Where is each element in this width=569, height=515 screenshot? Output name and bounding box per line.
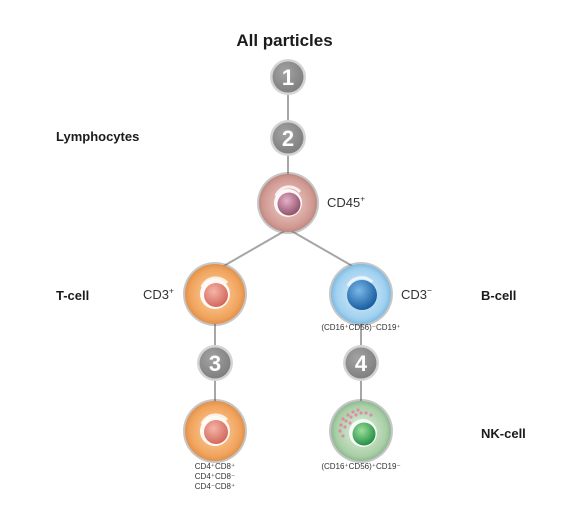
step-3-number: 3 xyxy=(209,351,221,376)
step-4-number: 4 xyxy=(355,351,368,376)
t-cell-subset-cd4pos-cd8pos: CD4⁺CD8⁺ xyxy=(194,462,236,471)
cd45-positive-marker: CD45+ xyxy=(327,193,366,210)
lymphocytes-label: Lymphocytes xyxy=(56,129,140,144)
b-cell-icon xyxy=(329,262,393,326)
cd3-positive-sign: + xyxy=(169,285,174,296)
step-1-number: 1 xyxy=(282,65,294,90)
cd3-positive-text: CD3 xyxy=(143,287,170,302)
t-cell-subset-cd4pos-cd8neg: CD4⁺CD8⁻ xyxy=(194,472,236,481)
t-cell-label: T-cell xyxy=(56,288,90,303)
t-cell-subset-list: CD4⁺CD8⁺ CD4⁺CD8⁻ CD4⁻CD8⁺ xyxy=(170,462,260,492)
t-cell-subsets-icon xyxy=(183,399,247,463)
t-cell-icon xyxy=(183,262,247,326)
connector-lines xyxy=(214,92,362,408)
cd3-negative-sign: − xyxy=(427,285,432,296)
step-2-number: 2 xyxy=(282,126,294,151)
connector-lymphocyte-bcell xyxy=(287,228,362,272)
diagram-title: All particles xyxy=(236,31,333,50)
step-2-circle xyxy=(270,120,306,156)
nk-cell-label: NK-cell xyxy=(481,426,526,441)
step-4-circle xyxy=(343,345,379,381)
step-1-circle xyxy=(270,59,306,95)
cd45-sign: + xyxy=(360,193,366,204)
nk-cell-icon xyxy=(329,399,393,463)
t-cell-subset-cd4neg-cd8pos: CD4⁻CD8⁺ xyxy=(194,482,236,491)
cd3-negative-marker: CD3− xyxy=(401,285,432,302)
cd3-negative-text: CD3 xyxy=(401,287,428,302)
b-cell-phenotype: (CD16⁺CD56)⁻CD19⁺ xyxy=(321,323,401,332)
lymphocyte-cell-icon xyxy=(257,172,319,234)
nk-cell-phenotype: (CD16⁺CD56)⁺CD19⁻ xyxy=(321,462,401,471)
cd3-positive-marker: CD3+ xyxy=(143,285,174,302)
step-3-circle xyxy=(197,345,233,381)
cd45-text: CD45 xyxy=(327,195,361,210)
b-cell-label: B-cell xyxy=(481,288,517,303)
connector-lymphocyte-tcell xyxy=(214,228,289,272)
